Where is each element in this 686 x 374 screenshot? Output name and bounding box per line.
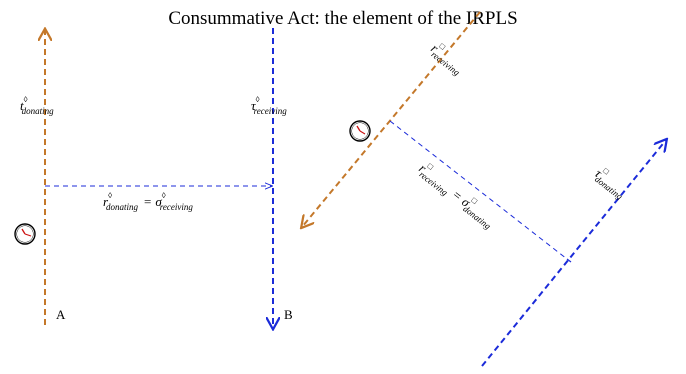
r-receiving-label: r□receiving — [426, 38, 469, 78]
transfer-line-right — [389, 120, 568, 260]
tau-receiving-label: τ◊receiving — [251, 95, 287, 116]
receiving-worldline-right — [302, 11, 481, 227]
transfer-tick-right — [566, 258, 572, 263]
equation-left: r◊donating=σ◊receiving — [103, 191, 193, 212]
clock-icon — [14, 223, 36, 245]
clock-icon — [349, 120, 371, 142]
t-donating-label: t◊donating — [20, 95, 54, 116]
donating-worldline-right — [481, 140, 666, 367]
diagram-title: Consummative Act: the element of the IRP… — [168, 8, 517, 29]
point-a-label: A — [56, 307, 66, 322]
equation-right: r□receiving=σ□donating — [414, 158, 500, 231]
point-b-label: B — [284, 307, 293, 322]
tau-donating-label: τ□donating — [590, 163, 631, 202]
